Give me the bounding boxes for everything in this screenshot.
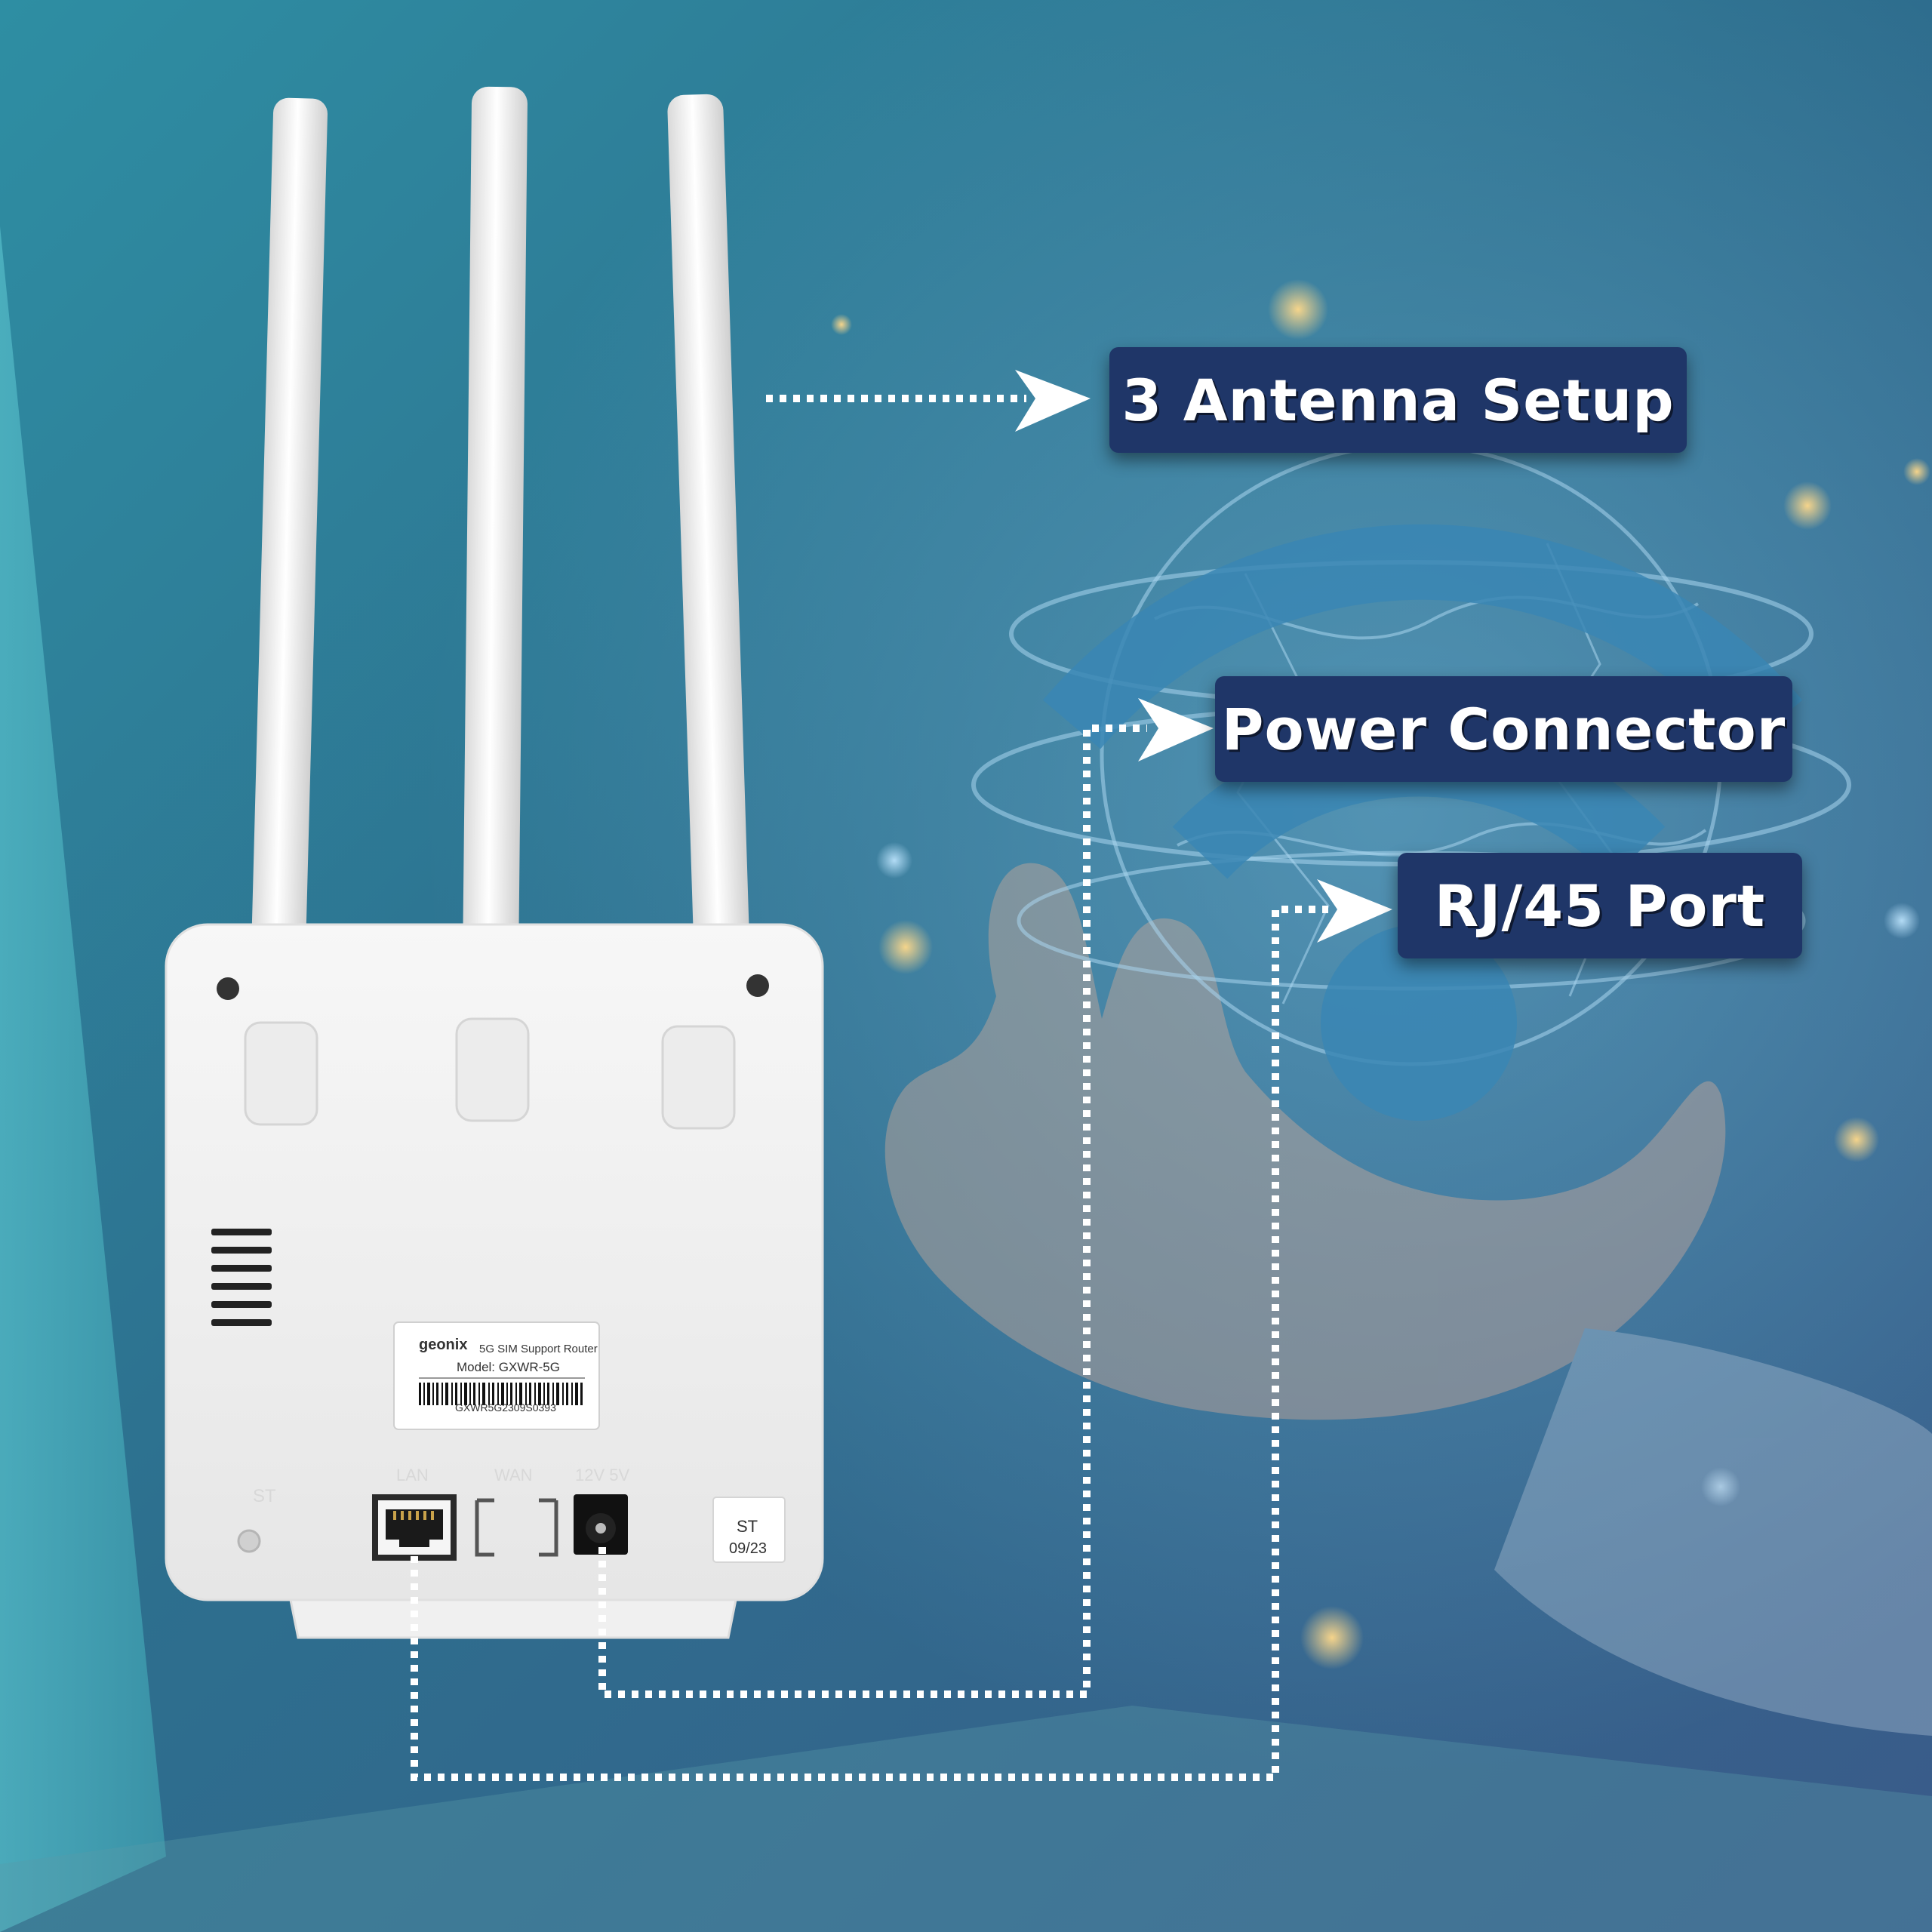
arrowheads bbox=[1015, 370, 1392, 943]
hand-silhouette bbox=[884, 863, 1932, 1736]
port-label-power: 12V 5V bbox=[575, 1466, 629, 1484]
router-product: 5G SIM Support Router bbox=[479, 1343, 598, 1355]
router-ports: ST LAN WAN 12V 5V S bbox=[253, 1466, 786, 1563]
connector-lines bbox=[411, 395, 1328, 1781]
callout-rj45-text: RJ/45 Port bbox=[1434, 872, 1766, 940]
router-label-sticker: geonix 5G SIM Support Router Model: GXWR… bbox=[393, 1321, 600, 1430]
port-label-wan: WAN bbox=[494, 1466, 533, 1484]
router-antennas bbox=[247, 86, 755, 1121]
vent-slots bbox=[211, 1229, 272, 1326]
router-model: Model: GXWR-5G bbox=[457, 1360, 560, 1374]
antenna-right bbox=[667, 94, 755, 1121]
antenna-left bbox=[247, 97, 328, 1121]
port-label-lan: LAN bbox=[396, 1466, 429, 1484]
date-sticker-line1: ST bbox=[737, 1517, 758, 1536]
router-brand: geonix bbox=[419, 1337, 467, 1353]
router-body bbox=[165, 923, 824, 1639]
router-serial: GXWR5G2309S0393 bbox=[455, 1401, 556, 1414]
arrowhead-antenna bbox=[1015, 370, 1091, 432]
callout-antenna-text: 3 Antenna Setup bbox=[1121, 366, 1675, 434]
arrowhead-rj45 bbox=[1317, 879, 1392, 943]
laptop-screen bbox=[0, 226, 166, 1932]
date-sticker: ST 09/23 bbox=[712, 1497, 786, 1563]
callout-rj45-port: RJ/45 Port bbox=[1398, 853, 1802, 958]
callout-power-text: Power Connector bbox=[1221, 695, 1786, 763]
callout-antenna-setup: 3 Antenna Setup bbox=[1109, 347, 1687, 453]
date-sticker-line2: 09/23 bbox=[729, 1540, 767, 1557]
connector-power bbox=[598, 724, 1147, 1698]
laptop-base bbox=[0, 1706, 1932, 1932]
antenna-middle bbox=[461, 86, 528, 1121]
bokeh-lights bbox=[831, 279, 1930, 1669]
lan-port bbox=[372, 1494, 457, 1561]
wan-port bbox=[475, 1498, 558, 1557]
barcode bbox=[419, 1383, 583, 1405]
power-port bbox=[574, 1494, 628, 1555]
callout-power-connector: Power Connector bbox=[1215, 676, 1792, 782]
port-label-st: ST bbox=[253, 1486, 276, 1506]
arrowhead-power bbox=[1138, 698, 1214, 761]
